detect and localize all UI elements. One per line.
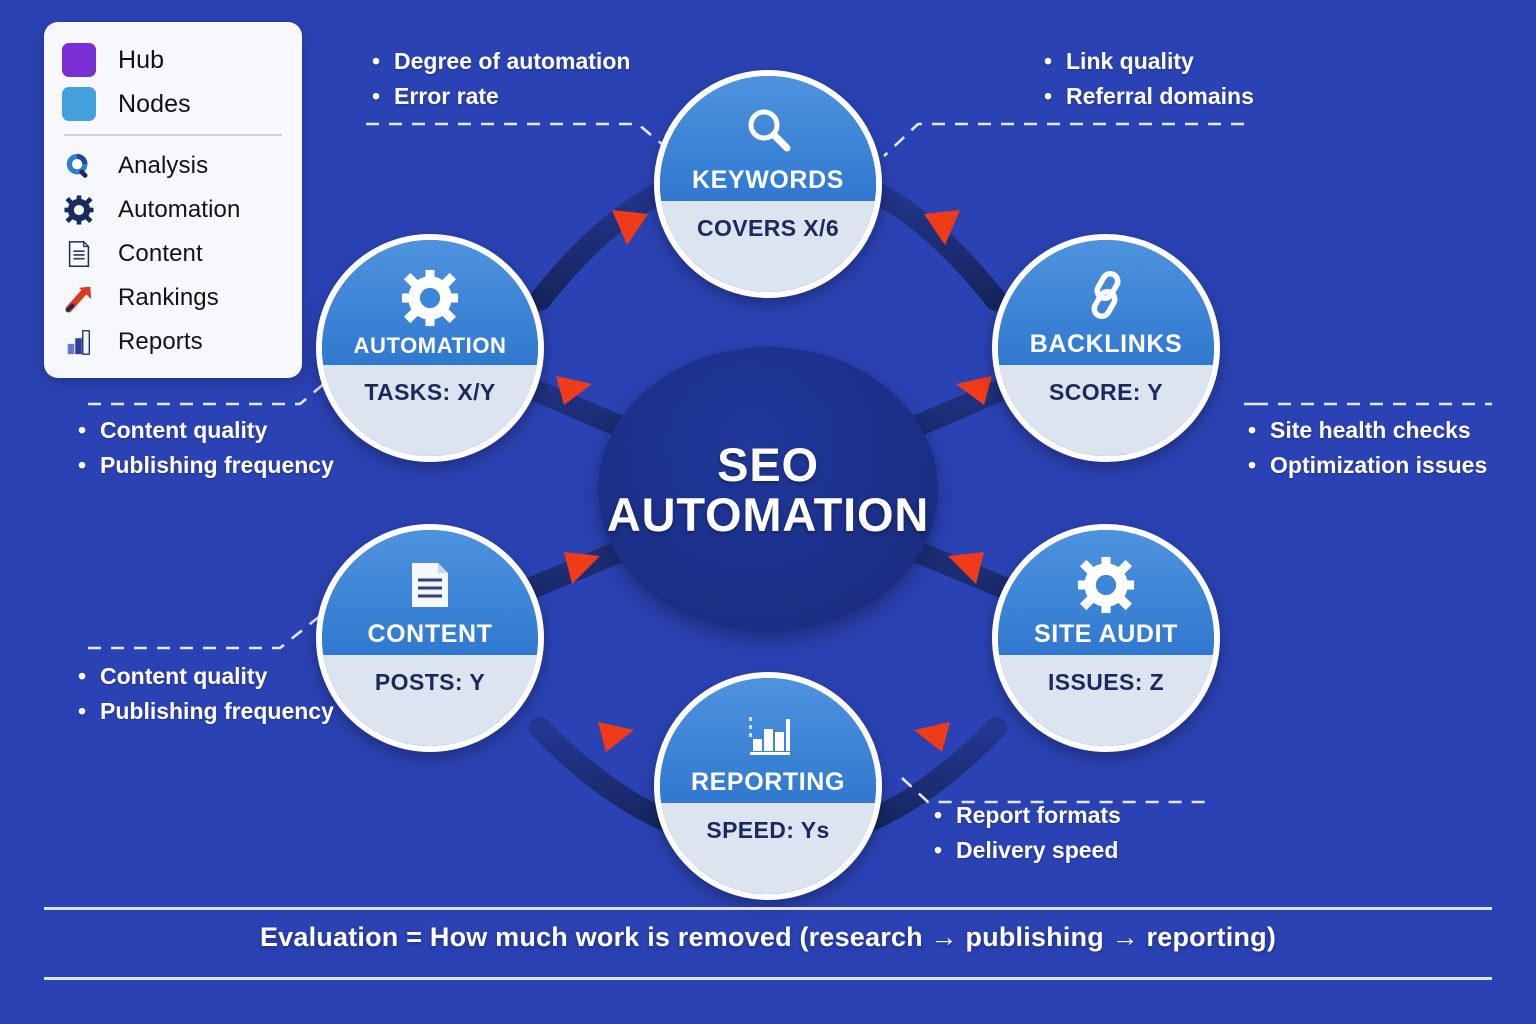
- node-automation-top: AUTOMATION: [322, 240, 538, 366]
- arrow-to-keywords-right: [924, 210, 960, 245]
- hub-title-line2: AUTOMATION: [606, 487, 930, 541]
- node-content[interactable]: CONTENT POSTS: Y: [316, 524, 544, 752]
- callout-backlinks-item-1: Link quality: [1044, 44, 1254, 79]
- callout-backlinks: Link quality Referral domains: [1044, 44, 1254, 114]
- callout-backlinks-item-2: Referral domains: [1044, 79, 1254, 114]
- leader-keywords: [366, 122, 677, 157]
- leader-backlinks: [883, 122, 1244, 157]
- node-reporting[interactable]: REPORTING SPEED: Ys: [654, 672, 882, 900]
- legend-label-reports: Reports: [118, 328, 203, 355]
- node-content-top: CONTENT: [322, 530, 538, 656]
- bar-chart-icon: [62, 325, 96, 359]
- node-content-title: CONTENT: [367, 620, 493, 649]
- node-reporting-top: REPORTING: [660, 678, 876, 804]
- gear-icon: [1077, 554, 1135, 616]
- leader-reporting: [901, 777, 1210, 804]
- node-automation-metric: TASKS: X/Y: [364, 379, 496, 406]
- legend-item-content: Content: [62, 232, 284, 276]
- callout-content-item-2: Publishing frequency: [78, 694, 334, 729]
- arrow-to-reporting-right: [914, 722, 950, 752]
- callout-reporting-item-2: Delivery speed: [934, 833, 1121, 868]
- footer-evaluation-text: Evaluation = How much work is removed (r…: [259, 922, 1277, 952]
- bar-chart-icon: [740, 702, 796, 764]
- document-icon: [404, 554, 456, 616]
- legend-item-reports: Reports: [62, 320, 284, 364]
- legend-item-rankings: Rankings: [62, 276, 284, 320]
- node-keywords-bottom: COVERS X/6: [660, 201, 876, 292]
- gear-icon: [401, 267, 459, 329]
- node-backlinks[interactable]: BACKLINKS SCORE: Y: [992, 234, 1220, 462]
- callout-content: Content quality Publishing frequency: [78, 659, 334, 729]
- callout-reporting: Report formats Delivery speed: [934, 798, 1121, 868]
- node-backlinks-bottom: SCORE: Y: [998, 365, 1214, 456]
- node-keywords-metric: COVERS X/6: [696, 215, 840, 242]
- arrow-to-hub-upper-left: [556, 376, 592, 405]
- node-automation[interactable]: AUTOMATION TASKS: X/Y: [316, 234, 544, 462]
- arrow-to-hub-upper-right: [956, 376, 992, 405]
- arrow-to-hub-lower-right: [948, 552, 984, 584]
- callout-automation-item-1: Content quality: [78, 413, 334, 448]
- legend-label-nodes: Nodes: [118, 89, 191, 118]
- legend-label-content: Content: [118, 240, 203, 267]
- arrow-to-hub-lower-left: [564, 552, 600, 584]
- node-automation-title: AUTOMATION: [353, 333, 507, 359]
- footer-rule-bottom: [44, 977, 1492, 980]
- node-automation-bottom: TASKS: X/Y: [322, 365, 538, 456]
- legend-item-analysis: Analysis: [62, 144, 284, 188]
- hub-title-line1: SEO: [717, 438, 819, 492]
- node-keywords-top: KEYWORDS: [660, 76, 876, 202]
- node-site-audit-metric: ISSUES: Z: [1047, 669, 1165, 696]
- link-icon: [1078, 264, 1134, 326]
- hub-seo-automation[interactable]: SEO AUTOMATION: [598, 347, 938, 632]
- node-backlinks-top: BACKLINKS: [998, 240, 1214, 366]
- legend-panel: Hub Nodes Analysis: [44, 22, 302, 378]
- node-backlinks-metric: SCORE: Y: [1049, 379, 1163, 406]
- node-content-bottom: POSTS: Y: [322, 655, 538, 746]
- callout-automation-item-2: Publishing frequency: [78, 448, 334, 483]
- legend-swatch-hub: Hub: [62, 38, 284, 82]
- callout-automation: Content quality Publishing frequency: [78, 413, 334, 483]
- nodes-color-swatch: [62, 87, 96, 121]
- node-keywords[interactable]: KEYWORDS COVERS X/6: [654, 70, 882, 298]
- legend-label-automation: Automation: [118, 196, 241, 223]
- arrowhead-group: [556, 210, 992, 752]
- footer-rule-top: [44, 907, 1492, 910]
- leader-automation: [88, 371, 339, 406]
- node-site-audit-title: SITE AUDIT: [1034, 620, 1178, 649]
- callout-keywords-item-2: Error rate: [372, 79, 630, 114]
- legend-divider: [64, 134, 282, 136]
- node-site-audit[interactable]: SITE AUDIT ISSUES: Z: [992, 524, 1220, 752]
- callout-keywords: Degree of automation Error rate: [372, 44, 630, 114]
- node-reporting-bottom: SPEED: Ys: [660, 803, 876, 894]
- legend-label-analysis: Analysis: [118, 152, 209, 179]
- callout-site-audit-item-1: Site health checks: [1248, 413, 1487, 448]
- legend-item-automation: Automation: [62, 188, 284, 232]
- callout-site-audit-item-2: Optimization issues: [1248, 448, 1487, 483]
- node-reporting-title: REPORTING: [690, 768, 846, 797]
- legend-swatch-nodes: Nodes: [62, 82, 284, 126]
- magnifier-icon: [62, 149, 96, 183]
- callout-content-item-1: Content quality: [78, 659, 334, 694]
- callout-reporting-item-1: Report formats: [934, 798, 1121, 833]
- gear-icon: [62, 193, 96, 227]
- callout-site-audit: Site health checks Optimization issues: [1248, 413, 1487, 483]
- node-keywords-title: KEYWORDS: [691, 166, 845, 195]
- document-icon: [62, 237, 96, 271]
- magnifier-icon: [740, 100, 796, 162]
- node-site-audit-top: SITE AUDIT: [998, 530, 1214, 656]
- hub-color-swatch: [62, 43, 96, 77]
- leader-content: [88, 614, 321, 650]
- node-reporting-metric: SPEED: Ys: [706, 817, 830, 844]
- arrow-to-reporting-left: [598, 722, 634, 752]
- arrow-to-keywords-left: [612, 210, 648, 245]
- legend-label-hub: Hub: [118, 45, 165, 74]
- node-site-audit-bottom: ISSUES: Z: [998, 655, 1214, 746]
- node-backlinks-title: BACKLINKS: [1029, 330, 1183, 359]
- node-content-metric: POSTS: Y: [374, 669, 486, 696]
- legend-label-rankings: Rankings: [118, 284, 219, 311]
- callout-keywords-item-1: Degree of automation: [372, 44, 630, 79]
- up-arrow-icon: [62, 281, 96, 315]
